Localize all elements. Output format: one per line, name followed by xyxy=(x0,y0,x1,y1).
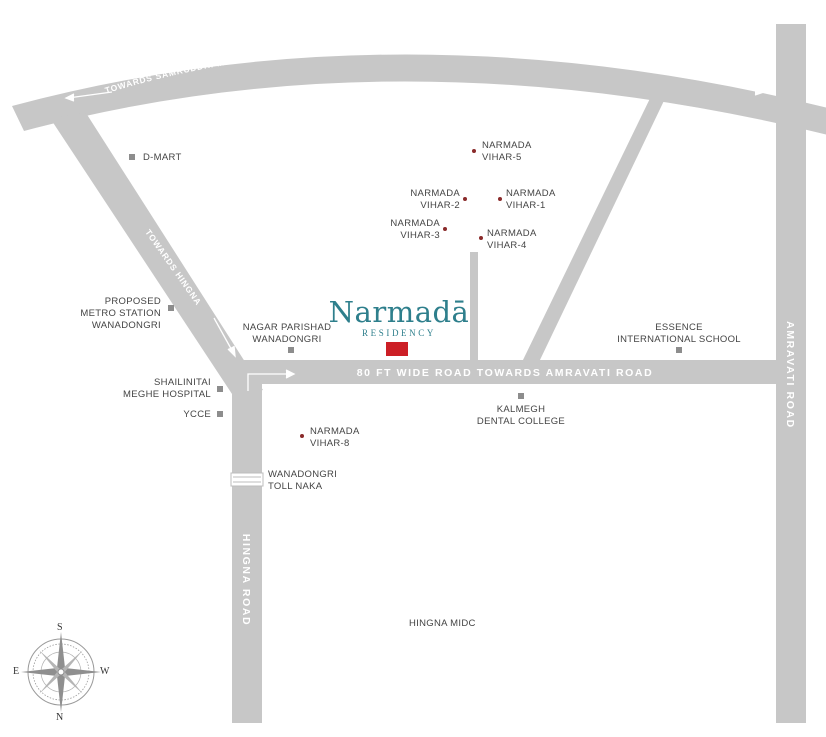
project-name: Narmadā xyxy=(328,295,470,329)
shailinitai-hospital-marker xyxy=(217,386,223,392)
80ft-road-label: 80 FT WIDE ROAD TOWARDS AMRAVATI ROAD xyxy=(357,367,654,379)
narmada-vihar-3-label: NARMADA VIHAR-3 xyxy=(390,218,440,241)
dmart-marker xyxy=(129,154,135,160)
compass-n-label: N xyxy=(56,712,64,723)
project-logo: Narmadā RESIDENCY xyxy=(329,296,470,339)
narmada-vihar-2-label: NARMADA VIHAR-2 xyxy=(410,188,460,211)
outer-ring-road-label: OUTER RING ROAD xyxy=(357,37,482,51)
narmada-vihar-8-label: NARMADA VIHAR-8 xyxy=(310,426,360,449)
metro-station-label: PROPOSED METRO STATION WANADONGRI xyxy=(80,296,161,331)
hingna-road-label: HINGNA ROAD xyxy=(240,534,252,626)
essence-school-marker xyxy=(676,347,682,353)
compass-rose-icon xyxy=(21,632,101,712)
narmada-vihar-8-dot xyxy=(300,434,304,438)
toll-naka-icon xyxy=(230,472,264,487)
narmada-vihar-1-label: NARMADA VIHAR-1 xyxy=(506,188,556,211)
nagar-parishad-marker xyxy=(288,347,294,353)
compass-s-label: S xyxy=(57,622,63,633)
hingna-road xyxy=(232,360,262,723)
amravati-road xyxy=(776,24,806,723)
nagar-parishad-label: NAGAR PARISHAD WANADONGRI xyxy=(242,322,332,345)
kalmegh-dental-label: KALMEGH DENTAL COLLEGE xyxy=(476,404,566,427)
ycce-label: YCCE xyxy=(183,409,211,420)
narmada-vihar-1-dot xyxy=(498,197,502,201)
towards-hingna-road xyxy=(50,113,263,397)
compass-w-label: W xyxy=(100,666,110,677)
essence-school-label: ESSENCE INTERNATIONAL SCHOOL xyxy=(617,322,741,345)
compass-e-label: E xyxy=(13,666,20,677)
ycce-marker xyxy=(217,411,223,417)
hingna-midc-label: HINGNA MIDC xyxy=(409,618,476,629)
narmada-vihar-2-dot xyxy=(463,197,467,201)
kalmegh-dental-marker xyxy=(518,393,524,399)
shailinitai-hospital-label: SHAILINITAI MEGHE HOSPITAL xyxy=(123,377,211,400)
toll-naka-label: WANADONGRI TOLL NAKA xyxy=(268,469,338,492)
project-subtitle: RESIDENCY xyxy=(362,328,436,338)
diagonal-road-right xyxy=(522,84,672,362)
dmart-label: D-MART xyxy=(143,152,182,163)
narmada-vihar-5-dot xyxy=(472,149,476,153)
narmada-vihar-3-dot xyxy=(443,227,447,231)
outer-ring-road xyxy=(12,54,826,135)
narmada-vihar-5-label: NARMADA VIHAR-5 xyxy=(482,140,532,163)
connector-road xyxy=(470,252,478,362)
80ft-road xyxy=(232,360,778,384)
project-location-marker xyxy=(386,342,408,356)
narmada-vihar-4-dot xyxy=(479,236,483,240)
narmada-vihar-4-label: NARMADA VIHAR-4 xyxy=(487,228,537,251)
amravati-road-label: AMRAVATI ROAD xyxy=(784,321,796,429)
arrow-icon xyxy=(64,81,766,391)
metro-station-marker xyxy=(168,305,174,311)
